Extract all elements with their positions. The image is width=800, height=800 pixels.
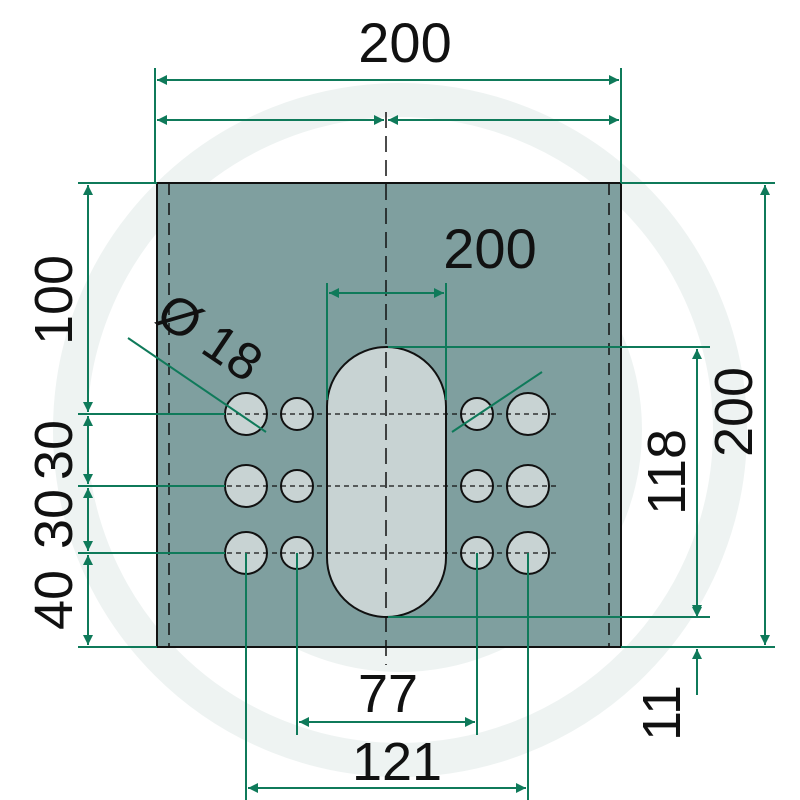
slot-width-label: 200	[443, 217, 536, 280]
bottom-offset-label: 40	[24, 570, 84, 630]
overall-width-label: 200	[358, 11, 451, 74]
row-spacing-2-label: 30	[24, 489, 84, 549]
inner-spacing-label: 77	[358, 664, 418, 724]
row-spacing-1-label: 30	[24, 420, 84, 480]
diameter-leader-left	[127, 337, 267, 433]
diameter-leader-right	[451, 371, 543, 433]
slot-length-label: 118	[637, 429, 697, 515]
outer-spacing-label: 121	[352, 732, 442, 792]
top-offset-label: 100	[24, 255, 84, 345]
overall-height-label: 200	[704, 367, 764, 457]
dimension-lines	[78, 68, 775, 800]
hole-crosshairs	[218, 413, 556, 554]
slot-bottom-offset-label: 11	[632, 685, 692, 741]
